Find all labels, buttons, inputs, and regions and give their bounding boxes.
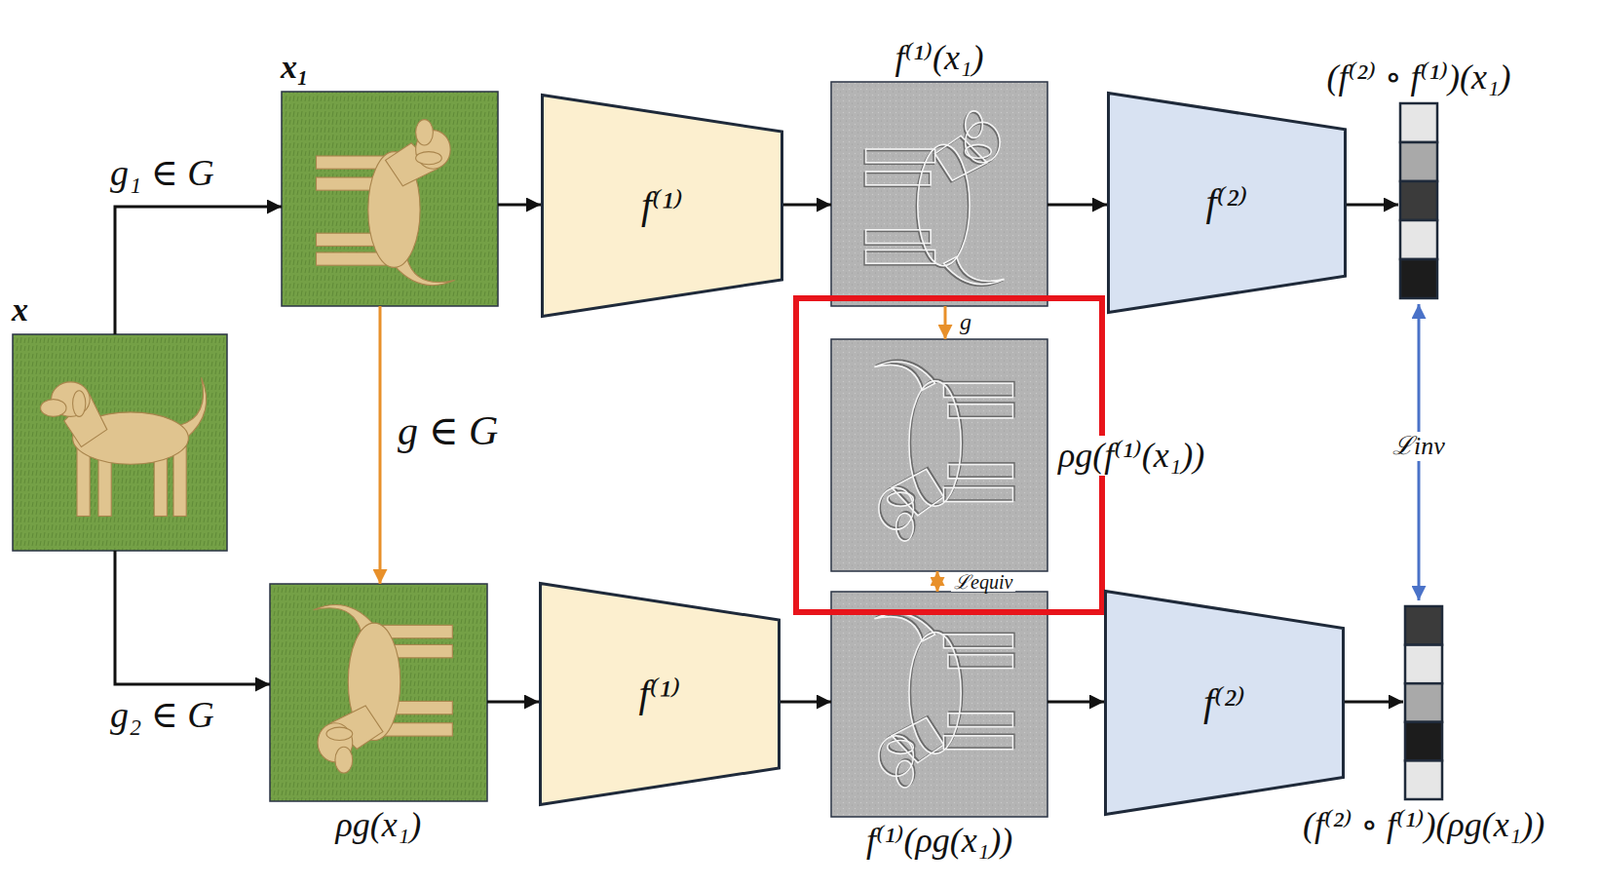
trapezoid-outline xyxy=(540,583,780,805)
vector-cell xyxy=(1400,259,1438,299)
embedding-vector: (f⁽²⁾ ∘ f⁽¹⁾)(ρg(x₁)) xyxy=(1403,604,1445,801)
connector-arrow xyxy=(379,305,382,584)
projector-block: f⁽²⁾ xyxy=(1104,589,1345,816)
node-label: f⁽¹⁾ xyxy=(636,671,685,717)
feature-map: f⁽¹⁾(x₁) xyxy=(831,81,1048,306)
augmented-image: x₁ xyxy=(281,91,498,306)
embedding-vector: (f⁽²⁾ ∘ f⁽¹⁾)(x₁) xyxy=(1398,101,1440,301)
node-label: f⁽²⁾ xyxy=(1203,180,1252,226)
node-label: x₁ xyxy=(277,47,312,86)
transformed-image: ρg(x₁) xyxy=(269,583,488,801)
connector-arrow xyxy=(944,305,948,340)
connector-arrow xyxy=(1344,700,1404,704)
vector-cell xyxy=(1400,103,1438,143)
trapezoid-outline xyxy=(1108,93,1346,313)
vector-cell xyxy=(1400,181,1438,221)
node-label: ρg(f⁽¹⁾(x₁)) xyxy=(1055,435,1208,476)
vector-cell xyxy=(1405,645,1443,685)
vector-cells xyxy=(1403,604,1445,801)
edge-label: g xyxy=(956,309,975,334)
trapezoid-outline xyxy=(1105,591,1344,815)
node-label: x xyxy=(8,290,32,329)
connector-arrow xyxy=(1047,203,1107,207)
node-label: (f⁽²⁾ ∘ f⁽¹⁾)(ρg(x₁)) xyxy=(1299,804,1548,845)
vector-cell xyxy=(1400,220,1438,260)
connector-arrow xyxy=(114,550,270,685)
transformed-feature-map: ρg(f⁽¹⁾(x₁)) xyxy=(831,339,1048,572)
vector-cell xyxy=(1405,683,1443,723)
connector-arrow xyxy=(487,700,539,704)
connector-arrow xyxy=(1346,203,1399,207)
feature-map-image xyxy=(831,591,1048,817)
edge-label: g₂ ∈ G xyxy=(107,693,218,737)
feature-map-image xyxy=(831,81,1048,306)
rotated-dog-photo xyxy=(281,91,498,306)
input-dog-photo xyxy=(12,334,228,551)
connector-arrow xyxy=(497,203,541,207)
vector-cells xyxy=(1398,101,1440,301)
trapezoid-outline xyxy=(542,95,783,317)
connector-arrow xyxy=(780,700,832,704)
node-label: f⁽¹⁾ xyxy=(638,183,686,229)
feature-map: f⁽¹⁾(ρg(x₁)) xyxy=(831,591,1048,817)
node-label: (f⁽²⁾ ∘ f⁽¹⁾)(x₁) xyxy=(1324,57,1515,98)
vector-cell xyxy=(1405,760,1443,800)
connector-arrow xyxy=(114,206,282,335)
node-label: ρg(x₁) xyxy=(333,804,425,845)
node-label: f⁽¹⁾(x₁) xyxy=(892,38,988,78)
encoder-block: f⁽¹⁾ xyxy=(538,581,781,806)
edge-label: g₁ ∈ G xyxy=(107,152,218,195)
projector-block: f⁽²⁾ xyxy=(1106,91,1347,314)
edge-label: ℒinv xyxy=(1389,431,1448,461)
connector-arrow xyxy=(1047,700,1105,704)
encoder-block: f⁽¹⁾ xyxy=(540,93,784,318)
feature-map-image xyxy=(831,339,1048,572)
vector-cell xyxy=(1405,722,1443,762)
rotated-dog-photo xyxy=(269,583,488,801)
node-label: f⁽¹⁾(ρg(x₁)) xyxy=(863,820,1016,861)
edge-label: ℒequiv xyxy=(951,571,1016,592)
vector-cell xyxy=(1400,142,1438,182)
connector-arrow xyxy=(936,571,940,592)
input-image: x xyxy=(12,334,228,551)
connector-arrow xyxy=(783,203,832,207)
edge-label: g ∈ G xyxy=(394,407,501,455)
vector-cell xyxy=(1405,606,1443,646)
node-label: f⁽²⁾ xyxy=(1200,680,1249,725)
